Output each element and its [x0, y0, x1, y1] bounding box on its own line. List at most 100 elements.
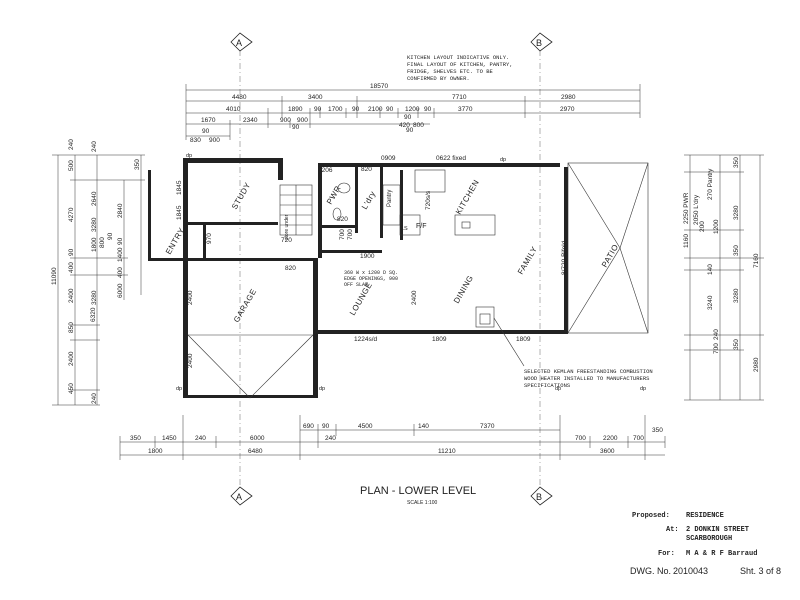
- bottom-dim-r1-0: 690: [303, 423, 314, 430]
- room-label-patio: PATIO: [600, 243, 620, 269]
- plan-label-1206: 1206: [318, 167, 333, 174]
- grid-marker-a-top: A: [230, 32, 253, 52]
- left-dim-inner-3: 1800: [91, 237, 98, 252]
- left-dim-inner-5: 1400: [117, 247, 124, 262]
- left-dim-inner2-0: 2840: [117, 203, 124, 218]
- left-dim-mid-6: 850: [68, 322, 75, 333]
- plan-label-820b: 820: [337, 216, 348, 223]
- top-dim-r2-8: 90: [424, 106, 432, 113]
- left-dimensions: 11090 500 4270 90 400 2400 850 2400 450 …: [51, 139, 145, 406]
- plan-label-1845a: 1845: [176, 180, 183, 195]
- wall-ldry-bottom: [322, 250, 382, 253]
- room-label-family: FAMILY: [516, 245, 539, 276]
- wall-study-right: [278, 158, 283, 180]
- room-label-pwr: PWR: [325, 184, 343, 206]
- right-dim-a-2: 270 Pantry: [707, 168, 714, 200]
- left-dim-mid2: 6320: [90, 307, 97, 322]
- plan-label-2400a: 2400: [187, 290, 194, 305]
- top-dim-r4-3: 90: [292, 124, 300, 131]
- bottom-dim-r2-2: 11210: [438, 448, 456, 455]
- drawing-title: PLAN - LOWER LEVEL: [360, 485, 476, 497]
- left-dim-mid-1: 500: [68, 160, 75, 171]
- plan-label-1809a: 1809: [432, 336, 447, 343]
- right-dim-a-0: 350: [733, 157, 740, 168]
- left-dim-inner-6: 400: [117, 267, 124, 278]
- room-label-store: store under: [284, 214, 290, 240]
- room-label-dining: DINING: [452, 274, 475, 305]
- left-dim-inner2-2: 90: [107, 232, 114, 240]
- dp-marker-1: dp: [186, 153, 192, 159]
- garage-roof-lines: [187, 334, 314, 399]
- plan-label-1809b: 1809: [516, 336, 531, 343]
- top-dim-r3-5: 420: [399, 122, 410, 129]
- top-dim-r2-4: 90: [352, 106, 360, 113]
- bottom-dim-r1b-0: 350: [130, 435, 141, 442]
- plan-label-2400d: 2400: [411, 290, 418, 305]
- top-dim-r4-1: 90: [202, 128, 210, 135]
- top-dim-r2-9: 3770: [458, 106, 473, 113]
- dp-marker-6: dp: [640, 386, 646, 392]
- plan-label-1224: 1224s/d: [354, 336, 378, 343]
- bottom-dim-r1b-2: 240: [195, 435, 206, 442]
- dp-marker-2: dp: [500, 157, 506, 163]
- right-dim-a-1: 2250 PWR: [683, 192, 690, 224]
- left-dim-inner-2: 3280: [91, 217, 98, 232]
- titleblock-proposed-label: Proposed:: [632, 512, 670, 520]
- wall-garage-left: [183, 258, 188, 398]
- titleblock-sheet: Sht. 3 of 8: [740, 566, 781, 576]
- bottom-dim-r1-6: 2200: [603, 435, 618, 442]
- left-dim-mid-3: 90: [68, 248, 75, 256]
- right-dim-a-3: 2050 L'dry: [693, 194, 700, 225]
- top-dim-r2-0: 4010: [226, 106, 241, 113]
- plan-label-820c: 820: [285, 265, 296, 272]
- top-dim-r2-5: 2100: [368, 106, 383, 113]
- wall-pwr-left: [318, 163, 322, 258]
- left-dim-inner2-1: 800: [99, 237, 106, 248]
- hatch-note-line-1: 360 W x 1200 D SQ.: [344, 270, 398, 276]
- right-dim-a-10: 700: [713, 343, 720, 354]
- right-dim-a-6: 1200: [713, 219, 720, 234]
- kitchen-note-line-2: FINAL LAYOUT OF KITCHEN, PANTRY,: [407, 61, 513, 68]
- right-dim-b-0: 7160: [753, 253, 760, 268]
- top-dim-r3-1: 2340: [243, 117, 258, 124]
- wood-heater: [475, 306, 495, 328]
- wall-pwr-right: [355, 163, 358, 233]
- titleblock-for: M A & R F Barraud: [686, 550, 757, 558]
- heater-leader-line: [493, 317, 525, 367]
- top-dim-r3-6: 800: [413, 122, 424, 129]
- grid-label-a-top: A: [236, 38, 242, 48]
- bottom-dim-r2-1: 6480: [248, 448, 263, 455]
- grid-marker-b-top: B: [530, 32, 553, 52]
- wall-garage-right: [313, 258, 318, 398]
- kitchen-bench: [382, 169, 496, 236]
- right-dim-c-1: 240: [713, 329, 720, 340]
- bottom-dim-r1-8: 350: [652, 427, 663, 434]
- left-dim-inner-0: 350: [134, 159, 141, 170]
- heater-note-line-3: SPECIFICATIONS: [524, 382, 571, 389]
- left-dim-mid-2: 4270: [68, 207, 75, 222]
- bottom-dim-r2-3: 3600: [600, 448, 615, 455]
- top-dim-total: 18570: [370, 83, 388, 90]
- wall-entry-left: [148, 170, 151, 260]
- wall-study-left: [183, 158, 188, 258]
- bottom-dim-r1-4: 7370: [480, 423, 495, 430]
- titleblock-at-label: At:: [666, 526, 679, 534]
- wall-pantry-right: [400, 170, 403, 240]
- titleblock-for-label: For:: [658, 550, 675, 558]
- grid-marker-a-bottom: A: [230, 486, 253, 506]
- room-label-pantry: Pantry: [387, 190, 393, 207]
- plan-label-1900: 1900: [360, 253, 375, 260]
- room-label-ldry: L'dry: [360, 190, 378, 211]
- room-label-kitchen: KITCHEN: [454, 178, 481, 216]
- plan-label-720: 720: [281, 237, 292, 244]
- plan-label-2400c: 2400: [313, 350, 320, 365]
- hatch-note: 360 W x 1200 D SQ. EDGE OPENINGS, 900 OF…: [344, 270, 398, 288]
- left-dim-inner-3280: 3280: [91, 290, 98, 305]
- right-dim-c-2: 350: [733, 245, 740, 256]
- titleblock-dwg-label: DWG. No.: [630, 566, 671, 576]
- plan-label-0909: 0909: [381, 155, 396, 162]
- plan-label-2400b: 2400: [187, 353, 194, 368]
- grid-marker-b-bottom: B: [530, 486, 553, 506]
- toilet: [332, 182, 351, 221]
- left-dim-mid-4: 400: [68, 262, 75, 273]
